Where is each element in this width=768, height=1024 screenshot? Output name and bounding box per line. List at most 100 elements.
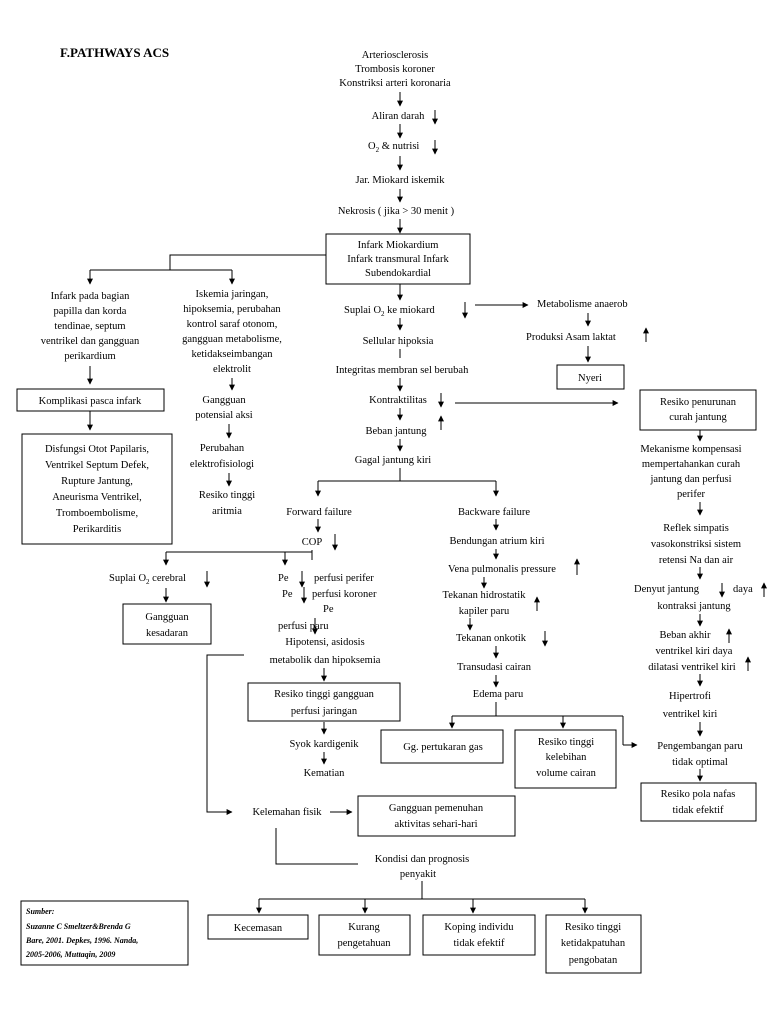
node-onkotik: Tekanan onkotik bbox=[456, 633, 527, 644]
node-rtk-3: pengobatan bbox=[569, 955, 618, 966]
node-rc-1: Resiko penurunan bbox=[660, 397, 737, 408]
node-hip-2: ventrikel kiri bbox=[663, 709, 718, 720]
node-pf-1b: perfusi perifer bbox=[314, 573, 374, 584]
node-dis-2: Ventrikel Septum Defek, bbox=[45, 460, 149, 471]
connector bbox=[275, 828, 358, 865]
node-kp-1: Kurang bbox=[348, 922, 380, 933]
node-left-4: ventrikel dan gangguan bbox=[41, 336, 140, 347]
node-gap-1: Gangguan pemenuhan bbox=[389, 803, 484, 814]
node-pf-4: perfusi paru bbox=[278, 621, 329, 632]
node-iskemia-3: kontrol saraf otonom, bbox=[187, 319, 278, 330]
node-sellular: Sellular hipoksia bbox=[363, 336, 434, 347]
node-koping-box bbox=[422, 914, 536, 956]
node-tek-1: Tekanan hidrostatik bbox=[443, 590, 527, 601]
node-dis-3: Rupture Jantung, bbox=[61, 476, 133, 487]
node-gagal: Gagal jantung kiri bbox=[355, 455, 431, 466]
node-ko-2: tidak efektif bbox=[453, 938, 505, 949]
node-forward: Forward failure bbox=[286, 507, 352, 518]
node-resiko-ketidakpatuhan-box bbox=[545, 914, 642, 974]
source-line-3: 2005-2006, Muttaqin, 2009 bbox=[25, 950, 115, 959]
node-pe-2: elektrofisiologi bbox=[190, 459, 254, 470]
node-iskemia-5: ketidakseimbangan bbox=[191, 349, 273, 360]
node-nyeri-box bbox=[556, 364, 625, 390]
node-dis-6: Perikarditis bbox=[73, 524, 121, 535]
node-komplikasi: Komplikasi pasca infark bbox=[39, 396, 142, 407]
source-label: Sumber: bbox=[26, 907, 55, 916]
node-pf-2a: Pe bbox=[282, 589, 293, 600]
node-suplai-miokard: Suplai O2 ke miokard bbox=[344, 305, 435, 318]
node-infark-2: Infark transmural Infark bbox=[347, 254, 449, 265]
node-infark-box bbox=[325, 233, 471, 285]
source-box bbox=[20, 900, 189, 966]
node-mek-3: jantung dan perfusi bbox=[649, 474, 731, 485]
node-vena: Vena pulmonalis pressure bbox=[448, 564, 556, 575]
node-kecemasan-box bbox=[207, 914, 309, 940]
node-beban: Beban jantung bbox=[366, 426, 428, 437]
node-infark-1: Infark Miokardium bbox=[358, 240, 439, 251]
node-suplai-cerebral: Suplai O2 cerebral bbox=[109, 573, 186, 586]
node-transudasi: Transudasi cairan bbox=[457, 662, 532, 673]
node-pp-2: tidak optimal bbox=[672, 757, 728, 768]
node-bea-2: ventrikel kiri daya bbox=[656, 646, 733, 657]
node-mek-2: mempertahankan curah bbox=[642, 459, 741, 470]
node-left-2: papilla dan korda bbox=[54, 306, 127, 317]
node-hipo-2: metabolik dan hipoksemia bbox=[270, 655, 381, 666]
node-cause-2: Trombosis koroner bbox=[355, 64, 435, 75]
node-kurang-pengetahuan-box bbox=[318, 914, 411, 956]
node-rpn-2: tidak efektif bbox=[672, 805, 724, 816]
node-gg-box bbox=[380, 729, 504, 764]
node-left-5: perikardium bbox=[64, 351, 115, 362]
node-rk-2: kelebihan bbox=[546, 752, 588, 763]
node-metabolisme: Metabolisme anaerob bbox=[537, 299, 628, 310]
node-ra-1: Resiko tinggi bbox=[199, 490, 255, 501]
node-pe-1: Perubahan bbox=[200, 443, 245, 454]
node-resiko-pola-box bbox=[640, 782, 757, 822]
node-mek-1: Mekanisme kompensasi bbox=[640, 444, 741, 455]
node-backward: Backware failure bbox=[458, 507, 530, 518]
node-kelemahan: Kelemahan fisik bbox=[252, 807, 322, 818]
node-iskemia-1: Iskemia jaringan, bbox=[196, 289, 269, 300]
node-left-3: tendinae, septum bbox=[54, 321, 125, 332]
page-title: F.PATHWAYS ACS bbox=[60, 45, 169, 60]
node-ref-1: Reflek simpatis bbox=[663, 523, 729, 534]
node-asam-laktat: Produksi Asam laktat bbox=[526, 332, 616, 343]
node-rg-2: perfusi jaringan bbox=[291, 706, 358, 717]
node-left-1: Infark pada bagian bbox=[51, 291, 130, 302]
node-gp-1: Gangguan bbox=[202, 395, 246, 406]
node-rg-1: Resiko tinggi gangguan bbox=[274, 689, 374, 700]
node-pf-2b: perfusi koroner bbox=[312, 589, 377, 600]
node-iskemia-6: elektrolit bbox=[213, 364, 251, 375]
node-iskemia-4: gangguan metabolisme, bbox=[182, 334, 282, 345]
node-cause-3: Konstriksi arteri koronaria bbox=[339, 78, 451, 89]
node-gangguan-kesadaran-box bbox=[122, 603, 212, 645]
node-aliran: Aliran darah bbox=[372, 111, 426, 122]
connector bbox=[90, 254, 326, 271]
node-ref-2: vasokonstriksi sistem bbox=[651, 539, 741, 550]
node-gk-1: Gangguan bbox=[145, 612, 189, 623]
node-resiko-kelebihan-box bbox=[514, 729, 617, 789]
node-pf-1a: Pe bbox=[278, 573, 289, 584]
node-kondisi-1: Kondisi dan prognosis bbox=[375, 854, 470, 865]
node-edema: Edema paru bbox=[473, 689, 524, 700]
node-kondisi-2: penyakit bbox=[400, 869, 436, 880]
node-rk-3: volume cairan bbox=[536, 768, 597, 779]
node-pp-1: Pengembangan paru bbox=[657, 741, 743, 752]
connector bbox=[206, 654, 244, 815]
node-pf-3: Pe bbox=[323, 604, 334, 615]
node-ko-1: Koping individu bbox=[444, 922, 514, 933]
node-gk-2: kesadaran bbox=[146, 628, 189, 639]
node-gap-2: aktivitas sehari-hari bbox=[394, 819, 477, 830]
node-disfungsi-box bbox=[21, 433, 173, 545]
node-hip-1: Hipertrofi bbox=[669, 691, 711, 702]
node-rk-1: Resiko tinggi bbox=[538, 737, 594, 748]
node-resiko-curah-box bbox=[639, 389, 757, 431]
node-bea-3: dilatasi ventrikel kiri bbox=[648, 662, 736, 673]
node-rc-2: curah jantung bbox=[669, 412, 727, 423]
node-mek-4: perifer bbox=[677, 489, 705, 500]
node-kematian: Kematian bbox=[304, 768, 346, 779]
node-kontraktilitas: Kontraktilitas bbox=[369, 395, 427, 406]
node-den-1: Denyut jantung bbox=[634, 584, 700, 595]
node-gp-2: potensial aksi bbox=[195, 410, 253, 421]
node-gg: Gg. pertukaran gas bbox=[403, 742, 483, 753]
